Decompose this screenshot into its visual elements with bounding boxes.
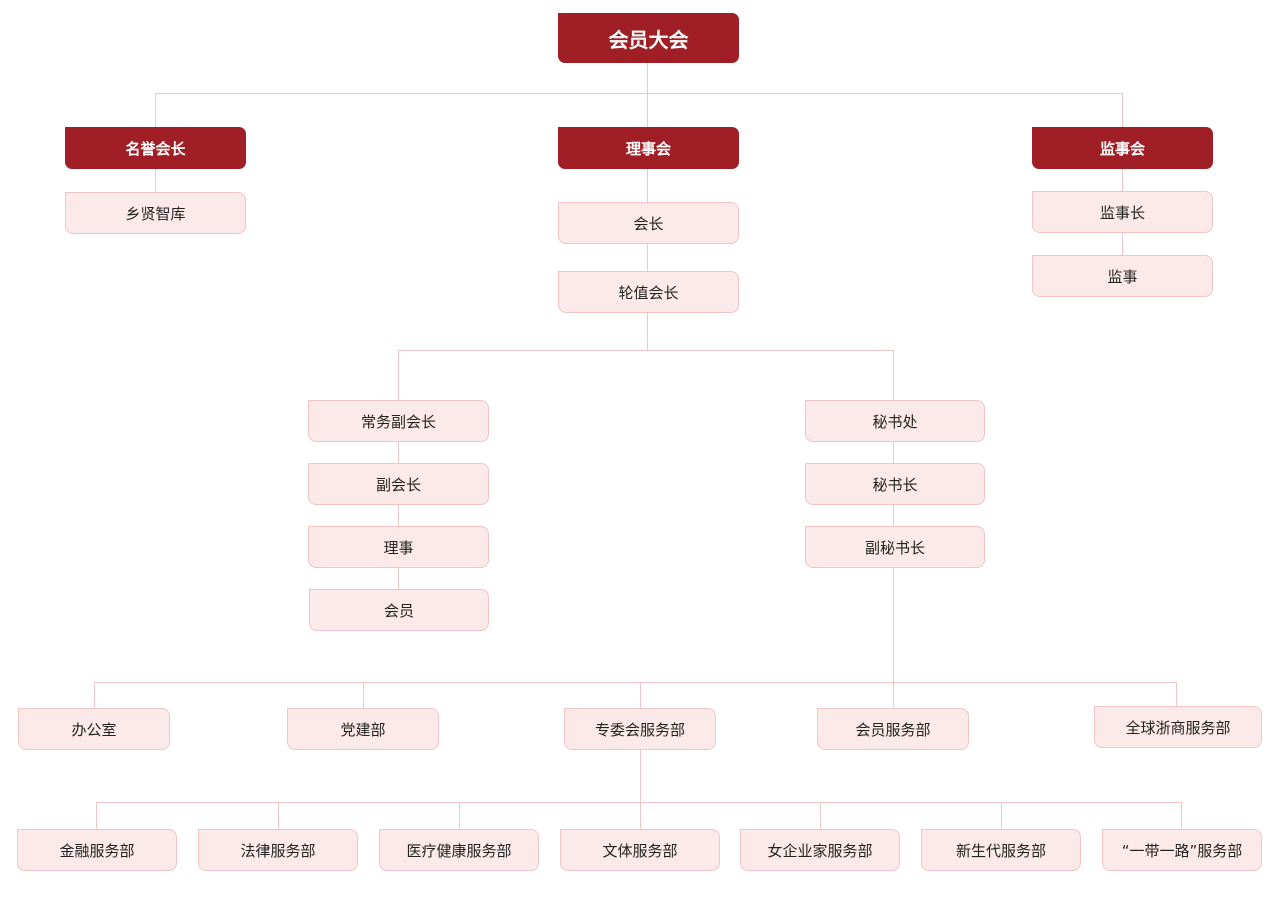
member-service-dept-node: 会员服务部	[817, 708, 969, 750]
director-node: 理事	[308, 526, 489, 568]
office-dept-node: 办公室	[18, 708, 170, 750]
culture-sports-service-dept-node: 文体服务部	[560, 829, 720, 871]
vice-president-node: 副会长	[308, 463, 489, 505]
legal-service-dept-node: 法律服务部	[198, 829, 358, 871]
chief-supervisor-node: 监事长	[1032, 191, 1213, 233]
supervisor-node: 监事	[1032, 255, 1213, 297]
deputy-secretary-general-node: 副秘书长	[805, 526, 985, 568]
president-node: 会长	[558, 202, 739, 244]
committee-service-dept-node: 专委会服务部	[564, 708, 716, 750]
rotating-president-node: 轮值会长	[558, 271, 739, 313]
executive-vice-president-node: 常务副会长	[308, 400, 489, 442]
women-entrepreneurs-service-dept-node: 女企业家服务部	[740, 829, 900, 871]
party-building-dept-node: 党建部	[287, 708, 439, 750]
supervisory-board-node: 监事会	[1032, 127, 1213, 169]
member-node: 会员	[309, 589, 489, 631]
medical-health-service-dept-node: 医疗健康服务部	[379, 829, 539, 871]
honorary-president-node: 名誉会长	[65, 127, 246, 169]
secretary-general-node: 秘书长	[805, 463, 985, 505]
members-assembly-node: 会员大会	[558, 13, 739, 63]
council-node: 理事会	[558, 127, 739, 169]
secretariat-node: 秘书处	[805, 400, 985, 442]
think-tank-node: 乡贤智库	[65, 192, 246, 234]
belt-and-road-service-dept-node: “一带一路”服务部	[1102, 829, 1262, 871]
finance-service-dept-node: 金融服务部	[17, 829, 177, 871]
global-zhejiang-merchants-dept-node: 全球浙商服务部	[1094, 706, 1262, 748]
new-generation-service-dept-node: 新生代服务部	[921, 829, 1081, 871]
